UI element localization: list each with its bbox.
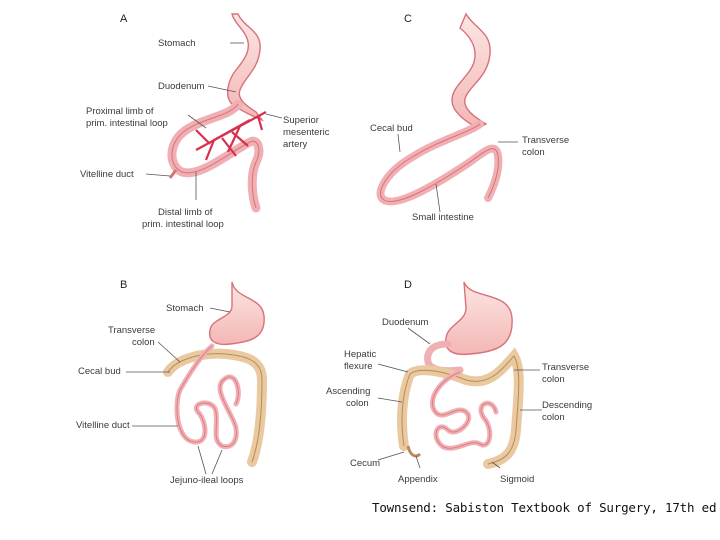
label-a-distal-2: prim. intestinal loop <box>142 219 224 230</box>
panel-c-letter: C <box>404 13 412 25</box>
panel-c: C Cecal bud Transverse colon Small intes… <box>370 12 569 223</box>
label-d-appendix: Appendix <box>398 474 438 485</box>
label-a-proximal-1: Proximal limb of <box>86 106 154 117</box>
label-c-cecal: Cecal bud <box>370 123 413 134</box>
label-a-duodenum: Duodenum <box>158 81 205 92</box>
label-d-ascending-2: colon <box>346 398 369 409</box>
source-caption: Townsend: Sabiston Textbook of Surgery, … <box>372 500 717 515</box>
panel-b-letter: B <box>120 279 127 291</box>
label-a-stomach: Stomach <box>158 38 196 49</box>
label-b-stomach: Stomach <box>166 303 204 314</box>
label-d-hepatic-1: Hepatic <box>344 349 376 360</box>
panel-b-stomach <box>208 281 265 346</box>
panel-c-stomach <box>451 12 491 129</box>
label-b-cecal: Cecal bud <box>78 366 121 377</box>
label-b-transverse-1: Transverse <box>108 325 155 336</box>
label-b-jejuno: Jejuno-ileal loops <box>170 475 244 486</box>
label-d-sigmoid: Sigmoid <box>500 474 534 485</box>
label-b-vitelline: Vitelline duct <box>76 420 130 431</box>
label-b-transverse-2: colon <box>132 337 155 348</box>
label-d-transverse-1: Transverse <box>542 362 589 373</box>
label-d-ascending-1: Ascending <box>326 386 370 397</box>
panel-a-stomach <box>226 13 265 122</box>
panel-d-stomach <box>445 281 513 356</box>
panel-d: D Duodenum Hepatic flexure Transverse co… <box>326 279 592 485</box>
label-a-distal-1: Distal limb of <box>158 207 213 218</box>
panel-a-vitelline-duct <box>168 169 178 179</box>
label-a-sma-1: Superior <box>283 115 319 126</box>
panel-a-sma-branches <box>195 111 267 161</box>
label-c-transverse-2: colon <box>522 147 545 158</box>
label-a-vitelline: Vitelline duct <box>80 169 134 180</box>
panel-a-letter: A <box>120 13 128 25</box>
label-d-cecum: Cecum <box>350 458 380 469</box>
label-a-proximal-2: prim. intestinal loop <box>86 118 168 129</box>
panel-d-letter: D <box>404 279 412 291</box>
label-c-small: Small intestine <box>412 212 474 223</box>
panel-a: A Stomach Duodenum Proximal limb of prim… <box>80 13 330 230</box>
panel-b: B Stomach Transverse colon Cecal bud Vit… <box>76 279 268 486</box>
label-d-transverse-2: colon <box>542 374 565 385</box>
label-a-sma-3: artery <box>283 139 308 150</box>
panel-a-intestinal-loop <box>167 99 264 213</box>
label-a-sma-2: mesenteric <box>283 127 330 138</box>
label-d-hepatic-2: flexure <box>344 361 373 372</box>
panel-d-appendix <box>406 445 422 458</box>
label-d-descending-1: Descending <box>542 400 592 411</box>
label-c-transverse-1: Transverse <box>522 135 569 146</box>
label-d-descending-2: colon <box>542 412 565 423</box>
label-d-duodenum: Duodenum <box>382 317 429 328</box>
